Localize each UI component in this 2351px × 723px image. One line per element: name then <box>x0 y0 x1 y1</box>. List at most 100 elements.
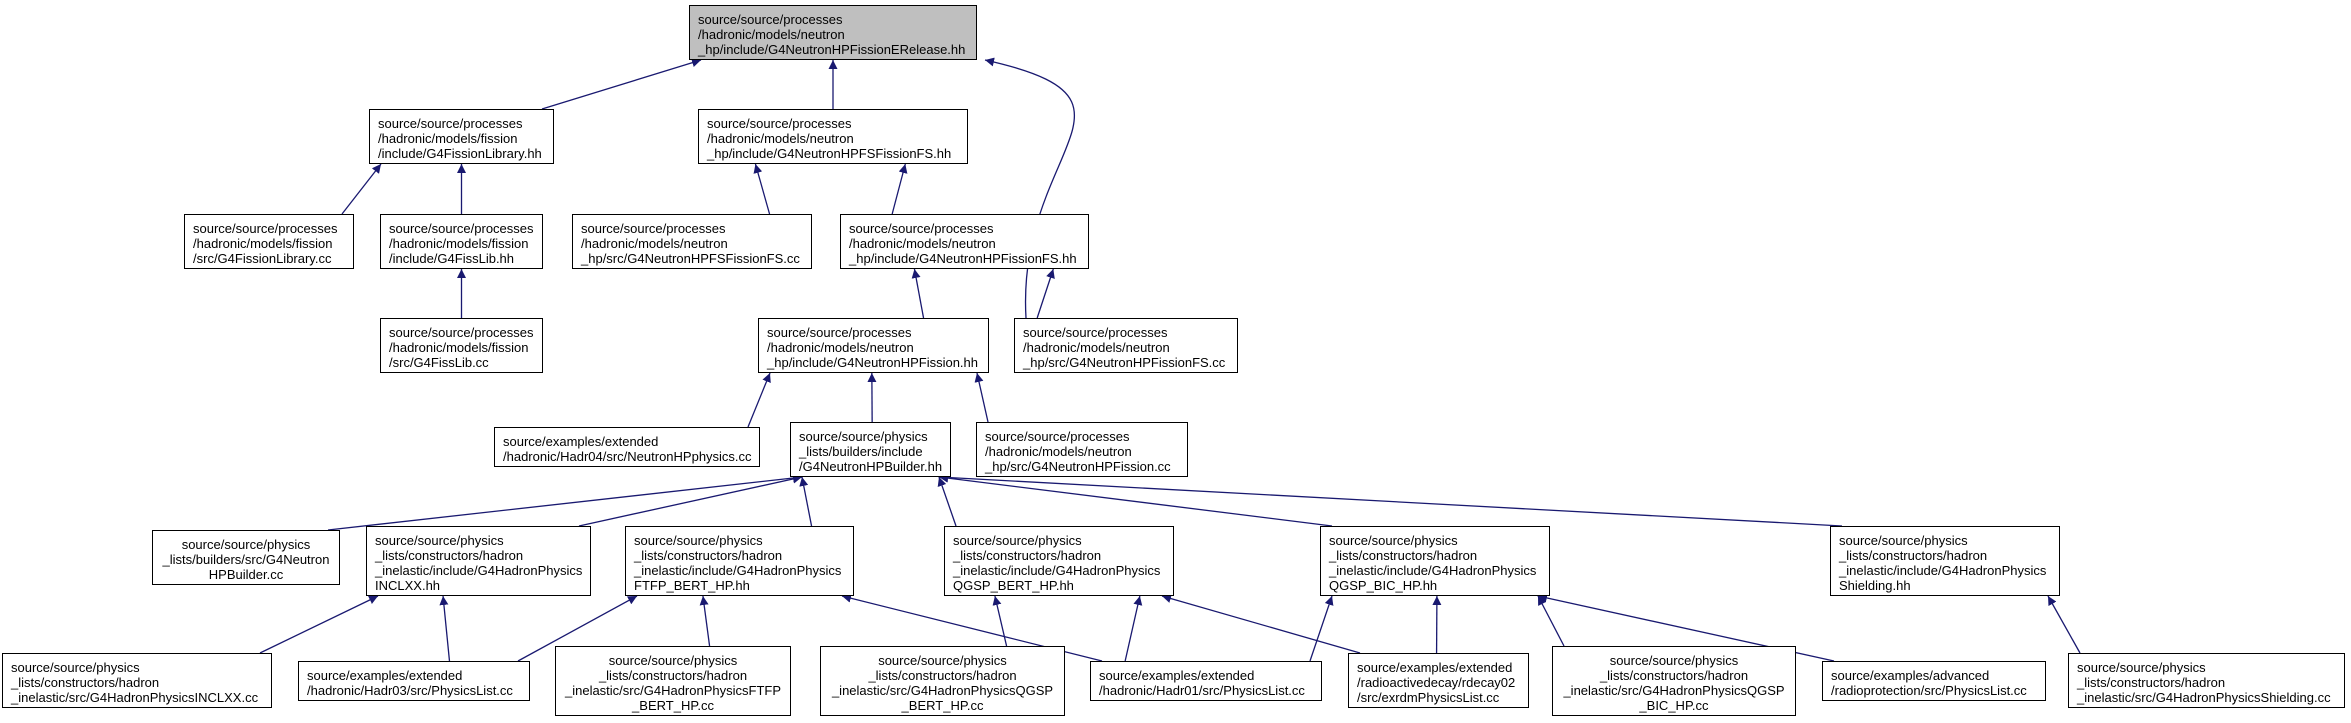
node-label-line: source/source/physics <box>953 533 1082 548</box>
edge-hpfission-cc-to-hpfission-hh <box>974 372 989 423</box>
edge-hadr03-cc-to-inclxx-hh <box>439 595 451 662</box>
edge-hadr01-cc-to-qgsp-bic-hh <box>1309 595 1334 662</box>
graph-node-inclxx-cc[interactable]: source/source/physics_lists/constructors… <box>2 653 272 708</box>
node-label-line: Shielding.hh <box>1839 578 1911 593</box>
graph-node-fsfission-hh[interactable]: source/source/processes/hadronic/models/… <box>698 109 968 164</box>
node-label-line: source/source/physics <box>1839 533 1968 548</box>
node-label-line: FTFP_BERT_HP.hh <box>634 578 750 593</box>
graph-node-qgsp-bert-cc[interactable]: source/source/physics_lists/constructors… <box>820 646 1065 716</box>
graph-node-fisslib-hh[interactable]: source/source/processes/hadronic/models/… <box>380 214 543 269</box>
node-label-line: _hp/src/G4NeutronHPFission.cc <box>985 459 1171 474</box>
node-label-line: source/source/processes <box>389 325 534 340</box>
node-label-line: _lists/constructors/hadron <box>598 668 748 683</box>
edge-fsfission-cc-to-fsfission-hh <box>753 163 771 215</box>
edge-fissionfs-cc-to-root <box>984 57 1076 319</box>
node-label-line: _BERT_HP.cc <box>901 698 984 713</box>
node-label-line: _inelastic/include/G4HadronPhysics <box>1329 563 1537 578</box>
graph-node-qgsp-bert-hh[interactable]: source/source/physics_lists/constructors… <box>944 526 1174 596</box>
node-label-line: /src/G4FissionLibrary.cc <box>193 251 332 266</box>
node-label-line: source/source/physics <box>1329 533 1458 548</box>
node-label-line: source/source/processes <box>581 221 726 236</box>
graph-node-neutronhpphysics-cc[interactable]: source/examples/extended/hadronic/Hadr04… <box>494 427 760 467</box>
graph-node-ftfp-cc[interactable]: source/source/physics_lists/constructors… <box>555 646 791 716</box>
node-label-line: INCLXX.hh <box>375 578 441 593</box>
node-label-line: _lists/constructors/hadron <box>634 548 783 563</box>
node-label-line: _inelastic/include/G4HadronPhysics <box>953 563 1161 578</box>
graph-node-builder-hh[interactable]: source/source/physics_lists/builders/inc… <box>790 422 951 477</box>
node-label-line: _BERT_HP.cc <box>632 698 714 713</box>
node-label-line: /src/exrdmPhysicsList.cc <box>1357 690 1500 705</box>
node-label-line: /hadronic/models/fission <box>378 131 518 146</box>
edge-builder-cc-to-builder-hh <box>327 473 803 531</box>
graph-node-qgsp-bic-cc[interactable]: source/source/physics_lists/constructors… <box>1552 646 1796 716</box>
graph-node-hadr01-cc[interactable]: source/examples/extended/hadronic/Hadr01… <box>1090 661 1322 701</box>
node-label-line: _hp/src/G4NeutronHPFissionFS.cc <box>1023 355 1226 370</box>
graph-node-rdecay02-cc[interactable]: source/examples/extended/radioactivedeca… <box>1348 653 1529 708</box>
graph-node-shielding-cc[interactable]: source/source/physics_lists/constructors… <box>2068 653 2345 708</box>
node-label-line: _inelastic/src/G4HadronPhysicsQGSP <box>831 683 1054 698</box>
edge-inclxx-cc-to-inclxx-hh <box>259 595 379 654</box>
graph-node-builder-cc[interactable]: source/source/physics_lists/builders/src… <box>152 530 340 585</box>
node-label-line: /include/G4FissLib.hh <box>389 251 515 266</box>
edge-ftfp-cc-to-ftfp-hh <box>699 595 711 647</box>
node-label-line: _lists/constructors/hadron <box>11 675 160 690</box>
edge-hpfission-hh-to-fissionfs-hh <box>911 268 925 319</box>
node-label-line: source/examples/extended <box>307 668 463 683</box>
graph-node-inclxx-hh[interactable]: source/source/physics_lists/constructors… <box>366 526 591 596</box>
node-label-line: source/source/physics <box>2077 660 2206 675</box>
node-label-line: source/source/processes <box>849 221 994 236</box>
node-label-line: source/source/physics <box>181 537 311 552</box>
graph-node-qgsp-bic-hh[interactable]: source/source/physics_lists/constructors… <box>1320 526 1550 596</box>
node-label-line: /hadronic/models/neutron <box>698 27 845 42</box>
node-label-line: source/examples/extended <box>1357 660 1513 675</box>
graph-node-fissionfs-hh[interactable]: source/source/processes/hadronic/models/… <box>840 214 1089 269</box>
node-label-line: /hadronic/models/neutron <box>985 444 1132 459</box>
edge-fissionfs-hh-to-fsfission-hh <box>891 163 908 215</box>
node-label-line: _lists/constructors/hadron <box>2077 675 2226 690</box>
edge-fissionfs-cc-to-fissionfs-hh <box>1036 268 1055 319</box>
node-label-line: _inelastic/include/G4HadronPhysics <box>634 563 842 578</box>
graph-node-fissionlib-cc[interactable]: source/source/processes/hadronic/models/… <box>184 214 354 269</box>
edge-rdecay02-cc-to-qgsp-bert-hh <box>1161 594 1361 654</box>
node-label-line: source/source/physics <box>634 533 763 548</box>
node-label-line: _hp/include/G4NeutronHPFissionFS.hh <box>849 251 1077 266</box>
node-label-line: _lists/builders/src/G4Neutron <box>162 552 330 567</box>
node-label-line: /hadronic/Hadr03/src/PhysicsList.cc <box>307 683 513 698</box>
graph-node-shielding-hh[interactable]: source/source/physics_lists/constructors… <box>1830 526 2060 596</box>
node-label-line: _lists/constructors/hadron <box>1599 668 1749 683</box>
node-label-line: source/source/processes <box>985 429 1130 444</box>
edge-qgsp-bic-hh-to-builder-hh <box>938 473 1333 527</box>
node-label-line: source/source/processes <box>1023 325 1168 340</box>
node-label-line: source/examples/advanced <box>1831 668 1990 683</box>
node-label-line: /hadronic/models/neutron <box>767 340 914 355</box>
edge-shielding-cc-to-shielding-hh <box>2047 595 2081 654</box>
node-label-line: /hadronic/Hadr01/src/PhysicsList.cc <box>1099 683 1305 698</box>
node-label-line: source/examples/extended <box>503 434 659 449</box>
node-label-line: QGSP_BERT_HP.hh <box>953 578 1074 593</box>
node-label-line: /hadronic/models/fission <box>193 236 333 251</box>
graph-node-ftfp-hh[interactable]: source/source/physics_lists/constructors… <box>625 526 854 596</box>
node-label-line: /include/G4FissionLibrary.hh <box>378 146 542 161</box>
node-label-line: _hp/src/G4NeutronHPFSFissionFS.cc <box>581 251 800 266</box>
graph-node-fissionfs-cc[interactable]: source/source/processes/hadronic/models/… <box>1014 318 1238 373</box>
graph-node-fsfission-cc[interactable]: source/source/processes/hadronic/models/… <box>572 214 812 269</box>
node-label-line: _inelastic/src/G4HadronPhysicsFTFP <box>564 683 781 698</box>
node-label-line: source/source/processes <box>389 221 534 236</box>
graph-node-hadr03-cc[interactable]: source/examples/extended/hadronic/Hadr03… <box>298 661 530 701</box>
graph-node-hpfission-hh[interactable]: source/source/processes/hadronic/models/… <box>758 318 989 373</box>
node-label-line: _inelastic/src/G4HadronPhysicsShielding.… <box>2077 690 2331 705</box>
graph-node-radioprotection-cc[interactable]: source/examples/advanced/radioprotection… <box>1822 661 2046 701</box>
graph-node-fissionlib-hh[interactable]: source/source/processes/hadronic/models/… <box>369 109 554 164</box>
node-label-line: source/source/physics <box>375 533 504 548</box>
graph-node-fisslib-cc[interactable]: source/source/processes/hadronic/models/… <box>380 318 543 373</box>
node-label-line: source/source/processes <box>193 221 338 236</box>
edge-qgsp-bert-cc-to-qgsp-bert-hh <box>992 595 1008 647</box>
edge-fissionlib-cc-to-fissionlib-hh <box>341 163 382 215</box>
graph-node-hpfission-cc[interactable]: source/source/processes/hadronic/models/… <box>976 422 1188 477</box>
node-label-line: /radioprotection/src/PhysicsList.cc <box>1831 683 2027 698</box>
node-label-line: _hp/include/G4NeutronHPFSFissionFS.hh <box>707 146 952 161</box>
node-label-line: /hadronic/models/neutron <box>581 236 728 251</box>
node-label-line: /src/G4FissLib.cc <box>389 355 489 370</box>
node-label-line: source/source/processes <box>378 116 523 131</box>
edge-qgsp-bert-hh-to-builder-hh <box>937 476 957 527</box>
